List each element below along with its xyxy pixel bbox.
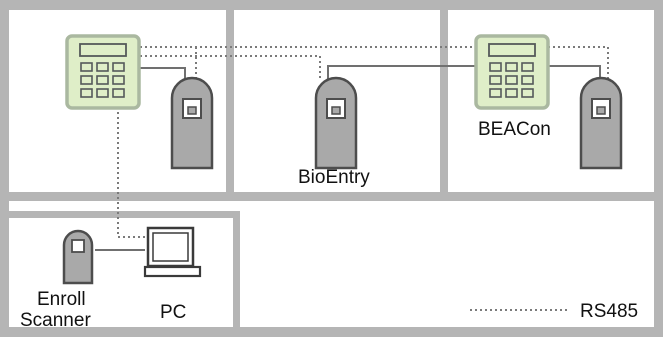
enroll-scanner-label-line2: Scanner	[20, 310, 91, 331]
legend: RS485	[470, 301, 638, 322]
enroll-scanner	[62, 229, 94, 285]
rs485-bus	[117, 46, 609, 238]
bioentry-reader-right	[579, 76, 623, 170]
bioentry-reader-left	[170, 76, 214, 170]
pc-label: PC	[160, 302, 186, 323]
legend-rs485-label: RS485	[580, 301, 638, 322]
beacon-panel-right	[474, 34, 550, 110]
enroll-scanner-label-line1: Enroll	[37, 289, 86, 310]
beacon-panel-left	[65, 34, 141, 110]
pc-computer	[143, 226, 202, 278]
beacon-label: BEACon	[478, 119, 551, 140]
bioentry-reader-center	[314, 76, 358, 170]
bioentry-label: BioEntry	[298, 167, 370, 188]
